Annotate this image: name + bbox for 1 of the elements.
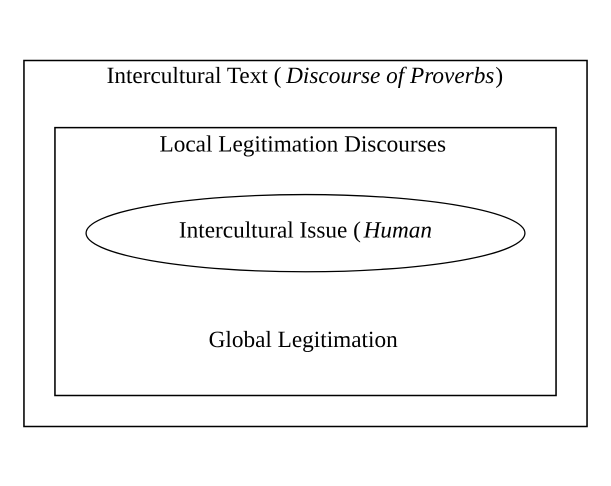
node-ellipse: Intercultural Issue (Human — [85, 193, 526, 272]
